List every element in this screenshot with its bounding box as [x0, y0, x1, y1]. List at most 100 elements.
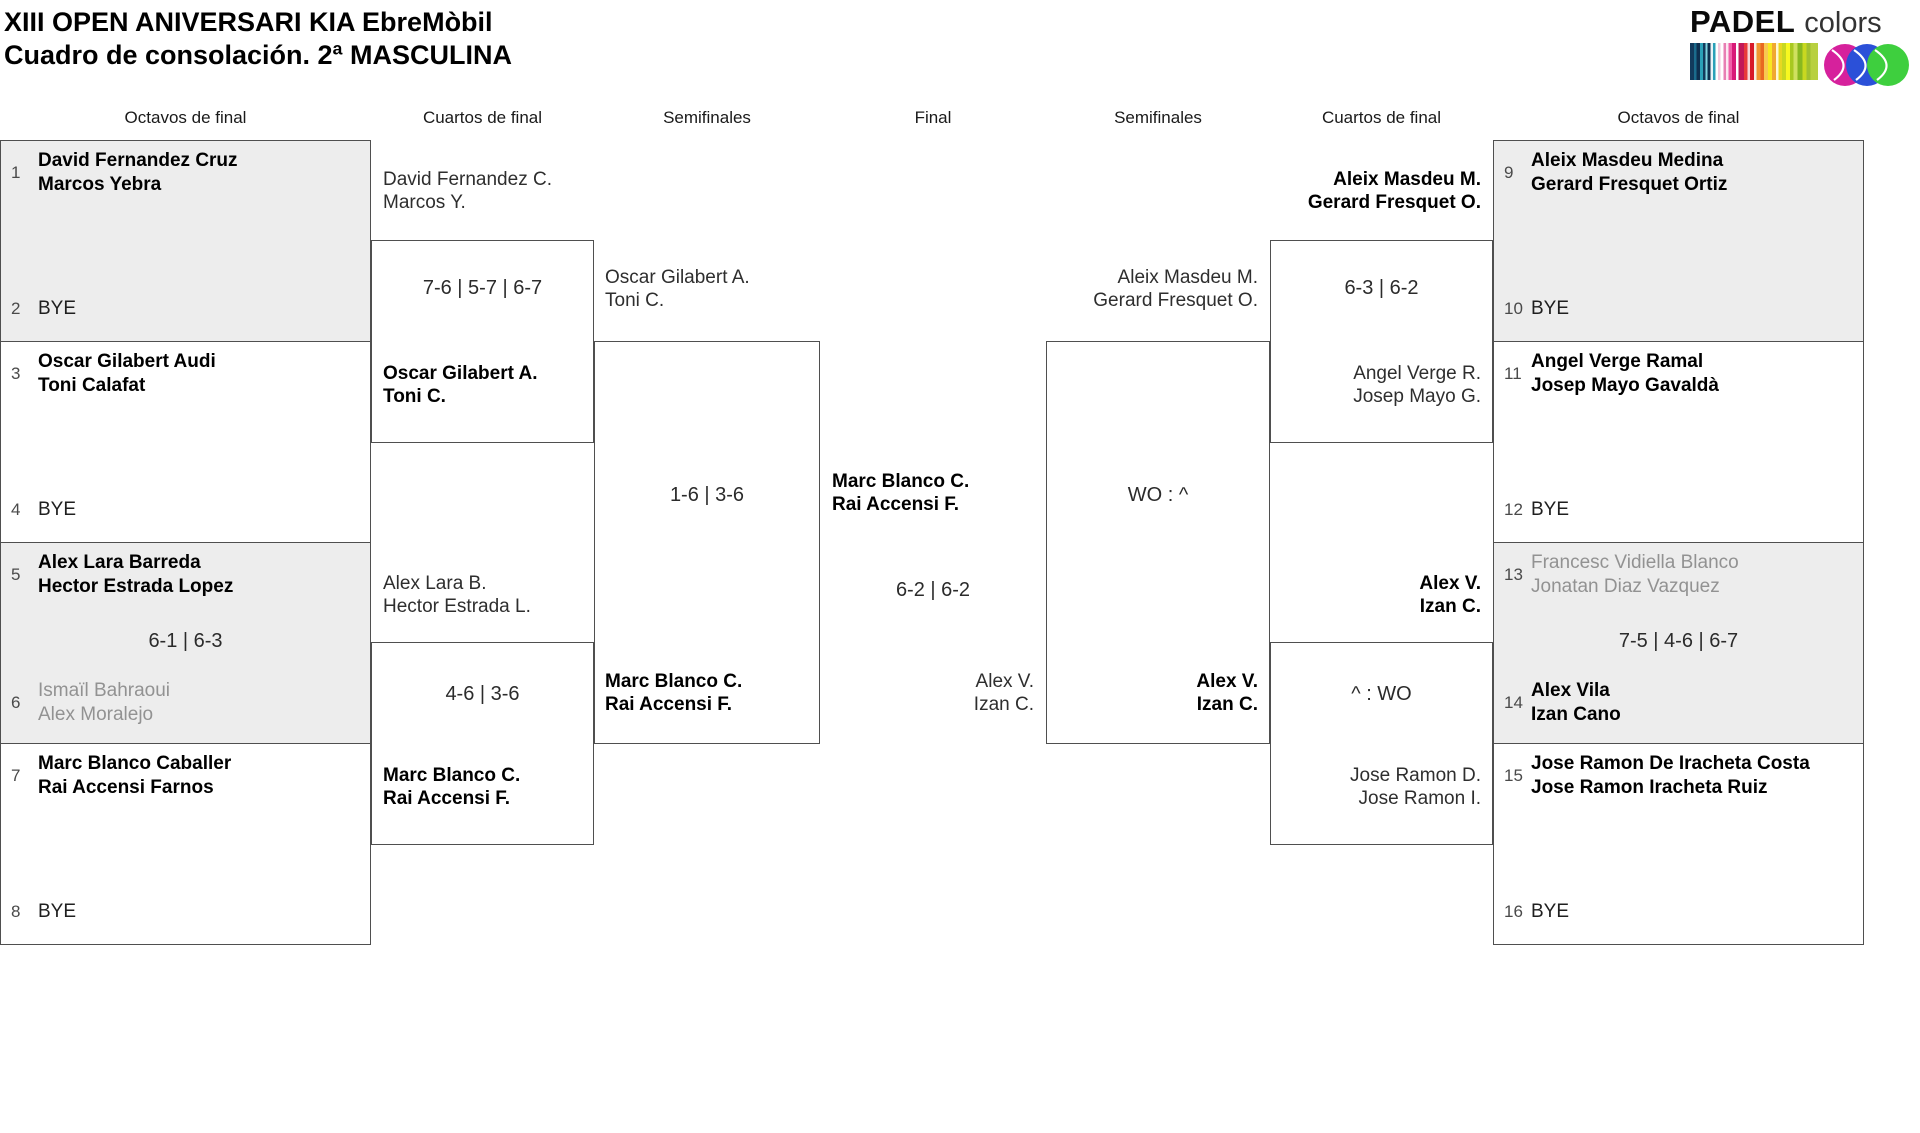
- match-score-sf-r: WO : ^: [1127, 484, 1189, 506]
- player-name: Marc Blanco C.: [832, 471, 970, 492]
- seed-number: 16: [1504, 902, 1523, 921]
- team-label-qf-r2-bottom: Jose Ramon D. Jose Ramon I.: [1270, 764, 1481, 810]
- player-name: Alex V.: [975, 671, 1034, 692]
- team-label-qf-r1-bottom: Angel Verge R. Josep Mayo G.: [1270, 362, 1481, 408]
- player-name: Jonatan Diaz Vazquez: [1531, 576, 1720, 597]
- player-name: Hector Estrada Lopez: [38, 576, 234, 597]
- match-score: 7-5 | 4-6 | 6-7: [1618, 630, 1739, 652]
- player-name: Oscar Gilabert A.: [605, 267, 750, 288]
- seed-number: 12: [1504, 500, 1523, 519]
- bye-label: BYE: [38, 298, 77, 319]
- semifinal-frame-right: [1046, 341, 1270, 744]
- player-name: Marc Blanco Caballer: [38, 753, 232, 774]
- bracket-entry-16: 16 BYE: [1504, 900, 1855, 924]
- player-name: Izan C.: [1196, 694, 1258, 715]
- seed-number: 9: [1504, 163, 1514, 182]
- player-name: Hector Estrada L.: [383, 596, 531, 617]
- logo-brand-colors: colors: [1804, 7, 1882, 39]
- bracket-entry-2: 2 BYE: [11, 297, 362, 321]
- player-name: Aleix Masdeu Medina: [1531, 150, 1724, 171]
- page-title: XIII OPEN ANIVERSARI KIA EbreMòbil Cuadr…: [4, 6, 512, 72]
- player-name: Ismaïl Bahraoui: [38, 680, 171, 701]
- quarterfinal-frame-r2: [1270, 642, 1493, 845]
- player-name: Rai Accensi F.: [383, 788, 511, 809]
- player-name: Marcos Y.: [383, 192, 466, 213]
- seed-number: 4: [11, 500, 21, 519]
- player-name: Marc Blanco C.: [605, 671, 743, 692]
- round-header-semis-right: Semifinales: [1114, 108, 1202, 127]
- player-name: Francesc Vidiella Blanco: [1531, 552, 1739, 573]
- player-name: Rai Accensi F.: [832, 494, 960, 515]
- match-score-sf-l: 1-6 | 3-6: [669, 484, 745, 506]
- bracket-entry-4: 4 BYE: [11, 498, 362, 522]
- seed-number: 8: [11, 902, 21, 921]
- player-name: Alex Vila: [1531, 680, 1610, 701]
- round-header-final: Final: [914, 108, 952, 127]
- player-name: Angel Verge R.: [1353, 363, 1481, 384]
- player-name: Aleix Masdeu M.: [1117, 267, 1258, 288]
- padel-balls-icon: [1824, 44, 1909, 86]
- round-header-semis-left: Semifinales: [663, 108, 751, 127]
- team-label-final-runnerup: Alex V. Izan C.: [820, 670, 1034, 716]
- player-name: Toni Calafat: [38, 375, 146, 396]
- round-header-cuartos-left: Cuartos de final: [422, 108, 543, 127]
- seed-number: 11: [1504, 364, 1522, 383]
- logo-text: PADEL colors: [1690, 4, 1914, 40]
- player-name: Rai Accensi Farnos: [38, 777, 214, 798]
- player-name: Gerard Fresquet O.: [1307, 192, 1481, 213]
- seed-number: 14: [1504, 693, 1523, 712]
- player-name: Izan C.: [973, 694, 1034, 715]
- seed-number: 10: [1504, 299, 1523, 318]
- player-name: Toni C.: [605, 290, 665, 311]
- team-label-sf-r-top: Aleix Masdeu M. Gerard Fresquet O.: [1046, 266, 1258, 312]
- semifinal-frame-left: [594, 341, 820, 744]
- player-name: Josep Mayo Gavaldà: [1531, 375, 1719, 396]
- player-name: Oscar Gilabert A.: [383, 363, 538, 384]
- round-header-cuartos-right: Cuartos de final: [1321, 108, 1442, 127]
- seed-number: 1: [11, 163, 21, 182]
- quarterfinal-frame-l2: [371, 642, 594, 845]
- quarterfinal-frame-l1: [371, 240, 594, 443]
- bye-label: BYE: [38, 901, 77, 922]
- player-name: Jose Ramon D.: [1350, 765, 1481, 786]
- round-header-octavos-left: Octavos de final: [124, 108, 247, 127]
- logo-brand-padel: PADEL: [1690, 4, 1796, 39]
- player-name: Marc Blanco C.: [383, 765, 521, 786]
- player-name: Rai Accensi F.: [605, 694, 733, 715]
- player-name: Alex V.: [1419, 573, 1481, 594]
- team-label-qf-r1-top: Aleix Masdeu M. Gerard Fresquet O.: [1270, 168, 1481, 214]
- player-name: Josep Mayo G.: [1353, 386, 1481, 407]
- player-name: Gerard Fresquet O.: [1093, 290, 1258, 311]
- team-label-qf-l1-top: David Fernandez C. Marcos Y.: [383, 168, 552, 214]
- bracket-entry-10: 10 BYE: [1504, 297, 1855, 321]
- player-name: Oscar Gilabert Audi: [38, 351, 216, 372]
- seed-number: 3: [11, 364, 21, 383]
- bracket-entry-8: 8 BYE: [11, 900, 362, 924]
- player-name: Aleix Masdeu M.: [1333, 169, 1481, 190]
- seed-number: 2: [11, 299, 21, 318]
- player-name: Alex V.: [1196, 671, 1258, 692]
- player-name: Jose Ramon I.: [1358, 788, 1482, 809]
- player-name: Alex Lara B.: [383, 573, 487, 594]
- seed-number: 13: [1504, 565, 1523, 584]
- color-barcode-icon: [1690, 43, 1818, 80]
- team-label-sf-r-winner: Alex V. Izan C.: [1046, 670, 1258, 716]
- match-score-qf-r2: ^ : WO: [1351, 683, 1412, 705]
- player-name: Toni C.: [383, 386, 446, 407]
- player-name: Jose Ramon De Iracheta Costa: [1531, 753, 1810, 774]
- match-score-qf-r1: 6-3 | 6-2: [1344, 277, 1419, 299]
- bye-label: BYE: [1531, 901, 1570, 922]
